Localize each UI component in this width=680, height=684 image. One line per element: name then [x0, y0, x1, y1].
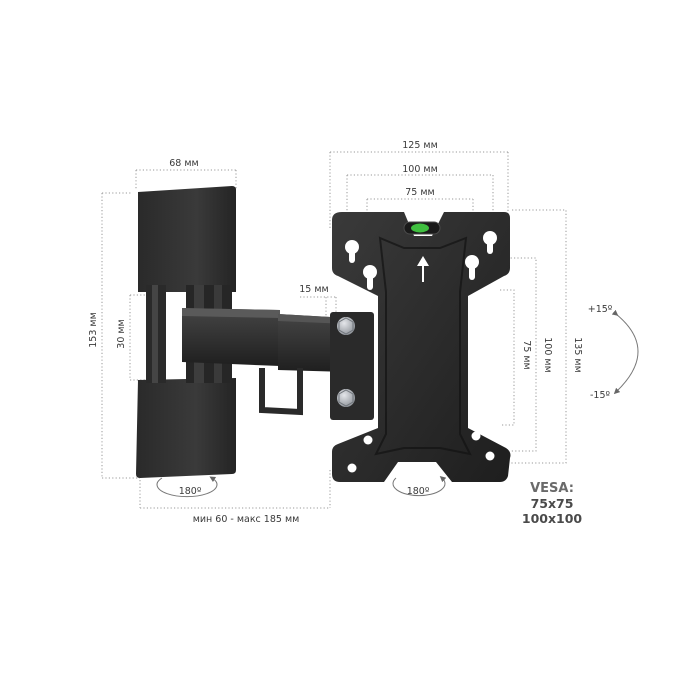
- width-100-label: 100 мм: [402, 164, 438, 175]
- tv-rotation-label: 180º: [407, 486, 430, 497]
- tilt-up-label: +15º: [588, 304, 613, 315]
- mount-holes: [347, 431, 495, 473]
- height-100-label: 100 мм: [542, 337, 553, 373]
- height-75-label: 75 мм: [521, 340, 532, 369]
- vesa-plate: [332, 212, 511, 482]
- vesa-size-100: 100x100: [521, 511, 583, 526]
- vesa-spec: VESA: 75x75 100x100: [497, 481, 607, 526]
- bubble-level-icon: [403, 221, 441, 235]
- rotate-arrow-left-icon: [156, 476, 218, 498]
- top-bolt-icon: [337, 317, 355, 335]
- width-68-label: 68 мм: [169, 158, 198, 169]
- vesa-title: VESA:: [530, 481, 574, 496]
- rotate-arrow-right-icon: [392, 476, 447, 497]
- tilt-down-label: -15º: [590, 390, 611, 401]
- tilt-arc-icon: [611, 309, 639, 395]
- height-30-label: 30 мм: [116, 319, 127, 348]
- up-arrow-icon: [417, 256, 429, 282]
- width-125-label: 125 мм: [402, 140, 438, 151]
- height-135-label: 135 мм: [572, 337, 583, 373]
- bottom-bolt-icon: [337, 389, 355, 407]
- width-15-label: 15 мм: [299, 284, 328, 295]
- height-153-label: 153 мм: [88, 312, 99, 348]
- depth-range-label: мин 60 - макс 185 мм: [193, 514, 300, 525]
- vesa-size-75: 75x75: [530, 496, 574, 511]
- tilt-bracket: [330, 312, 374, 420]
- width-75-label: 75 мм: [405, 187, 434, 198]
- keyhole-slots: [345, 231, 497, 290]
- wall-rotation-label: 180º: [179, 486, 202, 497]
